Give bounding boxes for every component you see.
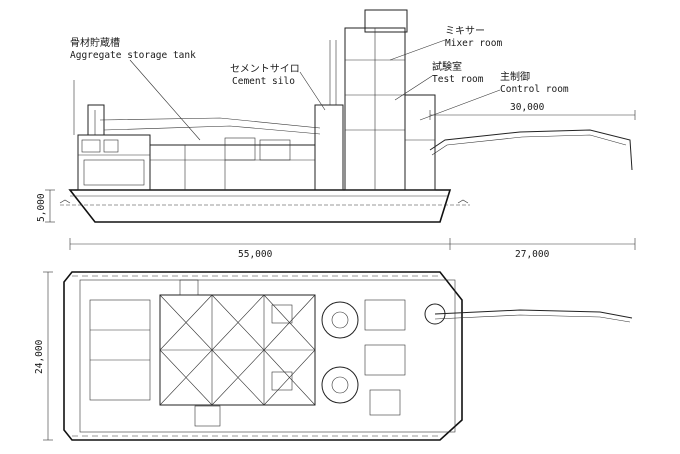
- svg-text:24,000: 24,000: [34, 339, 45, 374]
- dimension-boom-reach: 30,000: [429, 102, 636, 120]
- cement-label-jp: セメントサイロ: [230, 63, 300, 75]
- mixer-label-jp: ミキサー: [445, 25, 485, 37]
- svg-text:55,000: 55,000: [238, 249, 273, 260]
- plan-view: [63, 271, 633, 441]
- mixer-label-en: Mixer room: [445, 38, 502, 49]
- svg-text:27,000: 27,000: [515, 249, 550, 260]
- storage-hoppers: [159, 294, 316, 406]
- mixer-units: [321, 299, 406, 416]
- cement-silo-tower: [314, 9, 436, 191]
- aggregate-label-jp: 骨材貯蔵槽: [70, 36, 120, 49]
- control-label-jp: 主制御: [500, 70, 530, 83]
- aggregate-label-en: Aggregate storage tank: [70, 50, 196, 61]
- dimension-draft: 5,000: [36, 189, 55, 223]
- hull-plan: [63, 271, 463, 441]
- svg-text:30,000: 30,000: [510, 102, 545, 113]
- aggregate-storage-tank: [73, 80, 321, 191]
- test-label-jp: 試験室: [432, 60, 462, 73]
- svg-text:5,000: 5,000: [36, 193, 47, 222]
- test-label-en: Test room: [432, 74, 484, 85]
- hull-side: [68, 189, 452, 223]
- placing-boom-plan: [434, 309, 633, 319]
- placing-boom-side: [429, 129, 633, 171]
- dimension-beam: 24,000: [34, 271, 53, 441]
- control-label-en: Control room: [500, 84, 569, 95]
- side-elevation: [59, 9, 633, 223]
- dimension-length: 55,000 27,000: [69, 238, 636, 260]
- cement-label-en: Cement silo: [232, 76, 295, 87]
